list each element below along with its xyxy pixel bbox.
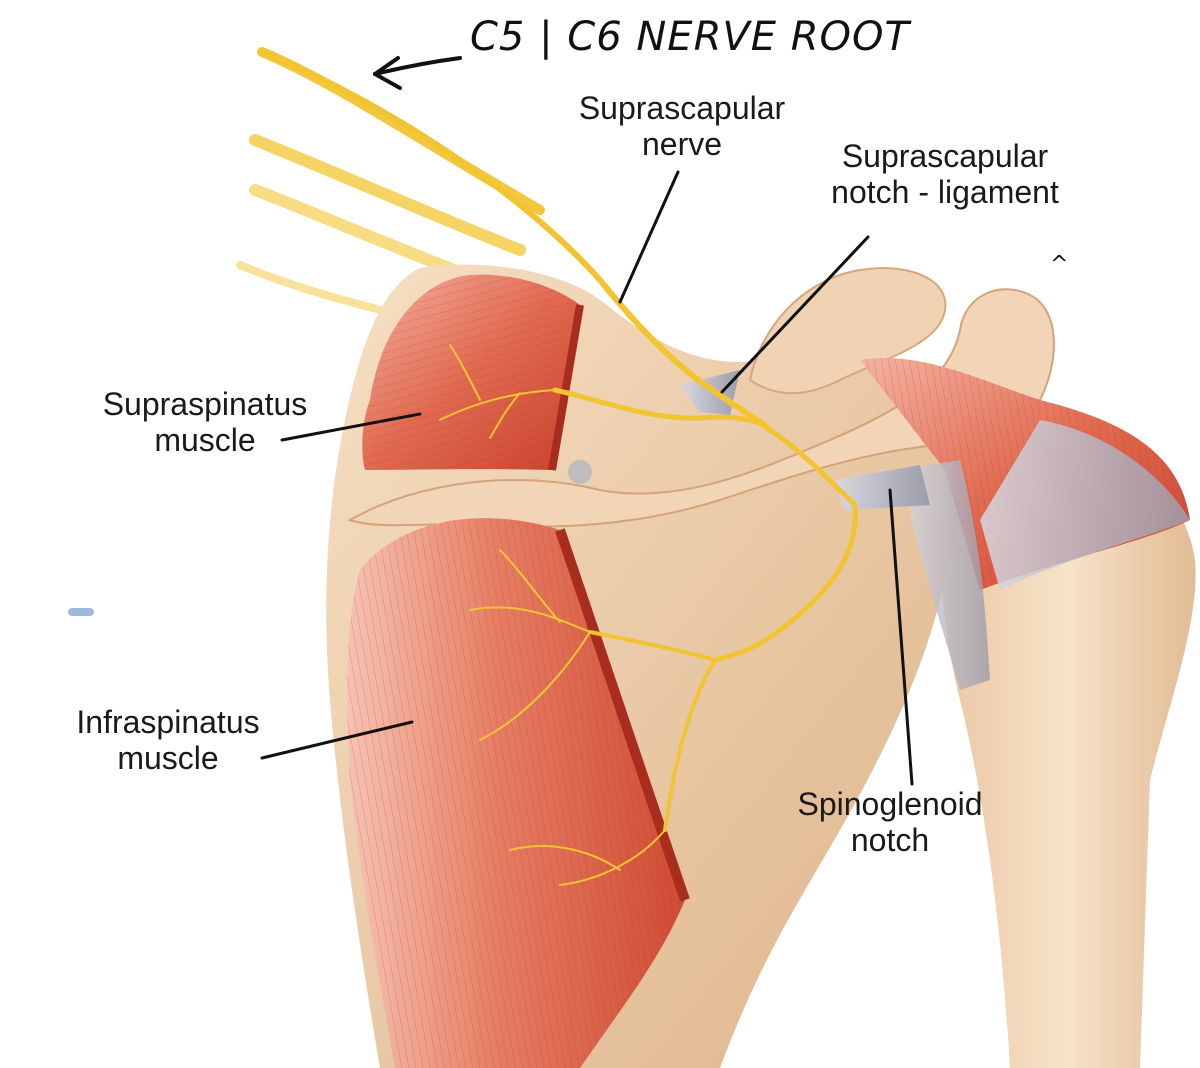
label-line: Supraspinatus [102, 386, 308, 422]
label-line: muscle [117, 740, 219, 776]
infraspinatus-muscle [347, 518, 690, 1068]
leader-lines [260, 170, 914, 786]
marker-dot [568, 460, 592, 484]
leader-infraspinatus [260, 720, 414, 760]
label-spinoglenoid: Spinoglenoid notch [775, 786, 1005, 858]
label-line: Suprascapular [578, 90, 786, 126]
spinoglenoid-ligament [835, 465, 930, 510]
leader-suprascapular-notch [720, 235, 870, 394]
label-line: muscle [154, 422, 256, 458]
leader-spinoglenoid [888, 488, 914, 786]
label-line: Spinoglenoid [797, 786, 983, 822]
label-suprascapular-nerve: Suprascapular nerve [552, 90, 812, 162]
suprascapular-nerve [259, 49, 858, 886]
suprascapular-ligament [680, 370, 740, 415]
blue-dash-mark [68, 608, 94, 616]
label-infraspinatus: Infraspinatus muscle [58, 704, 278, 776]
teres-minor-tendon [860, 358, 1190, 690]
handwritten-annotation: C5 | C6 NERVE ROOT [470, 14, 910, 60]
label-line: Suprascapular [841, 138, 1049, 174]
label-line: notch - ligament [831, 174, 1059, 210]
label-supraspinatus: Supraspinatus muscle [80, 386, 330, 458]
caret-mark: ^ [1050, 252, 1070, 277]
supraspinatus-muscle [362, 274, 584, 471]
label-suprascapular-notch: Suprascapular notch - ligament [805, 138, 1085, 210]
coracoid-process [748, 267, 947, 395]
label-line: nerve [641, 126, 723, 162]
label-line: Infraspinatus [76, 704, 260, 740]
handwritten-arrow [373, 56, 462, 90]
leader-supraspinatus [280, 412, 422, 442]
label-line: notch [850, 822, 930, 858]
leader-suprascapular-nerve [618, 170, 680, 304]
